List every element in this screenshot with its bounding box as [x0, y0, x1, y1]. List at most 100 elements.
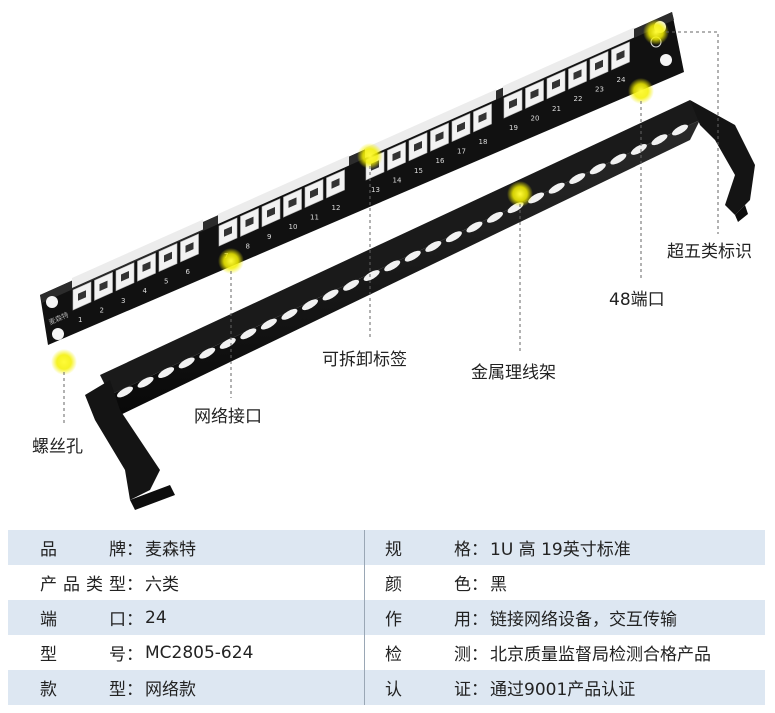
port-number: 5	[164, 278, 168, 286]
spec-value: 通过9001产品认证	[490, 680, 636, 700]
spec-label-char: 产	[40, 575, 57, 595]
port-number: 14	[393, 176, 402, 184]
spec-label-char: 认	[385, 680, 402, 700]
rj45-socket	[392, 150, 401, 162]
highlight-cat5e-label	[643, 19, 669, 45]
port-number: 10	[289, 223, 298, 231]
spec-colon: ：	[471, 680, 488, 700]
port-group: 789101112	[218, 155, 349, 260]
spec-cell-right: 认证：通过9001产品认证	[364, 670, 765, 705]
spec-value: MC2805-624	[145, 642, 254, 663]
bar-slot	[178, 357, 195, 369]
spec-label: 认证	[385, 675, 471, 700]
port-number: 4	[143, 287, 148, 295]
highlight-network-port	[218, 248, 244, 274]
spec-label-char: 检	[385, 645, 402, 665]
port-number: 8	[246, 242, 250, 250]
port-number: 1	[78, 316, 82, 324]
rj45-socket	[224, 226, 232, 237]
spec-value: 北京质量监督局检测合格产品	[490, 645, 711, 665]
rj45-socket	[185, 242, 194, 253]
port-number: 13	[371, 186, 380, 194]
spec-label-char: 证	[454, 680, 471, 700]
spec-colon: ：	[471, 575, 488, 595]
rj45-socket	[331, 178, 340, 189]
bar-slot	[425, 241, 442, 252]
port-number: 15	[414, 167, 423, 175]
screw-hole-left-top	[46, 296, 58, 308]
spec-colon: ：	[126, 540, 143, 560]
rj45-socket	[435, 131, 444, 142]
port-number: 11	[310, 214, 319, 222]
bar-slot	[363, 270, 380, 281]
rj45-socket	[552, 78, 560, 90]
rj45-socket	[267, 206, 275, 218]
spec-label: 检测	[385, 640, 471, 665]
port-number: 19	[509, 124, 518, 132]
bar-slot	[117, 386, 133, 398]
spec-cell-right: 规格：1U 高 19英寸标准	[364, 530, 765, 565]
rj45-socket	[121, 270, 129, 282]
spec-cell-right: 检测：北京质量监督局检测合格产品	[365, 635, 766, 670]
bar-slot	[610, 153, 627, 165]
bar-slot	[219, 338, 236, 349]
port-number: 9	[267, 233, 271, 241]
spec-row: 款型：网络款认证：通过9001产品认证	[8, 670, 765, 705]
bar-slot	[137, 376, 154, 388]
spec-label-char: 用	[454, 610, 471, 630]
spec-cell-left: 端口：24	[8, 600, 365, 635]
port-number: 24	[617, 76, 626, 84]
port-number: 21	[552, 105, 561, 113]
spec-label-char: 色	[454, 575, 471, 595]
spec-row: 品牌：麦森特规格：1U 高 19英寸标准	[8, 530, 765, 565]
spec-cell-right: 作用：链接网络设备，交互传输	[364, 600, 765, 635]
rj45-socket	[530, 88, 539, 100]
patch-panel: 麦森特 123456789101112131415161718192021222…	[40, 12, 684, 345]
rj45-socket	[573, 69, 582, 80]
spec-value: 1U 高 19英寸标准	[490, 540, 631, 560]
spec-cell-right: 颜色：黑	[365, 565, 766, 600]
spec-label-char: 端	[40, 610, 57, 630]
rj45-socket	[288, 197, 297, 208]
highlight-markers	[51, 19, 669, 375]
bar-slot	[199, 347, 216, 359]
bar-slot	[589, 163, 606, 175]
port-number: 20	[531, 114, 540, 122]
spec-colon: ：	[471, 645, 488, 665]
spec-colon: ：	[126, 610, 143, 630]
bar-slot	[260, 318, 277, 330]
bar-slot	[158, 367, 175, 379]
port-number: 17	[457, 148, 466, 156]
spec-cell-left: 款型：网络款	[8, 670, 365, 705]
spec-label-char: 测	[454, 645, 471, 665]
removable-label-strip	[72, 219, 203, 288]
bar-slot	[343, 279, 360, 291]
bar-slot	[384, 260, 401, 272]
spec-label: 品牌	[40, 535, 126, 560]
spec-cell-left: 产品类型：六类	[8, 565, 365, 600]
rj45-socket	[99, 280, 108, 292]
spec-value: 黑	[490, 575, 507, 595]
bar-slot	[302, 299, 318, 311]
highlight-screw-hole	[51, 349, 77, 375]
rj45-socket	[414, 140, 422, 152]
bar-slot	[404, 250, 421, 262]
rj45-socket	[509, 98, 517, 109]
bar-slot	[630, 143, 647, 155]
rj45-socket	[478, 112, 487, 123]
spec-label: 款型	[40, 675, 126, 700]
removable-label-strip	[503, 27, 634, 96]
rj45-socket	[310, 187, 318, 199]
rj45-socket	[616, 50, 625, 61]
patch-panel-illustration: 麦森特 123456789101112131415161718192021222…	[40, 12, 755, 510]
spec-label-char: 型	[109, 680, 126, 700]
spec-label: 规格	[385, 535, 471, 560]
bar-slot	[487, 211, 503, 223]
highlight-metal-bar	[507, 181, 533, 207]
spec-label: 作用	[385, 605, 471, 630]
bar-slot	[281, 308, 298, 320]
spec-label-char: 口	[109, 610, 126, 630]
